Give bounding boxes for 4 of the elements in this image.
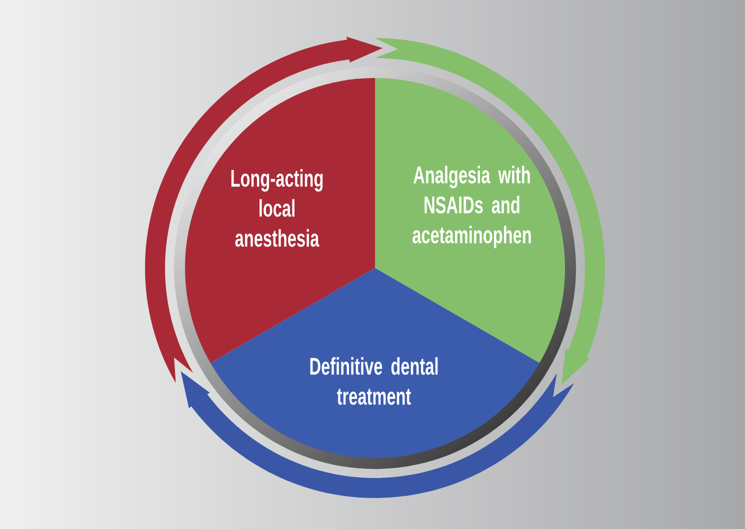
arrow [180,371,574,498]
arrow [375,38,605,385]
pie-slice: Definitive dental treatment [210,268,540,458]
arrow [145,36,383,383]
